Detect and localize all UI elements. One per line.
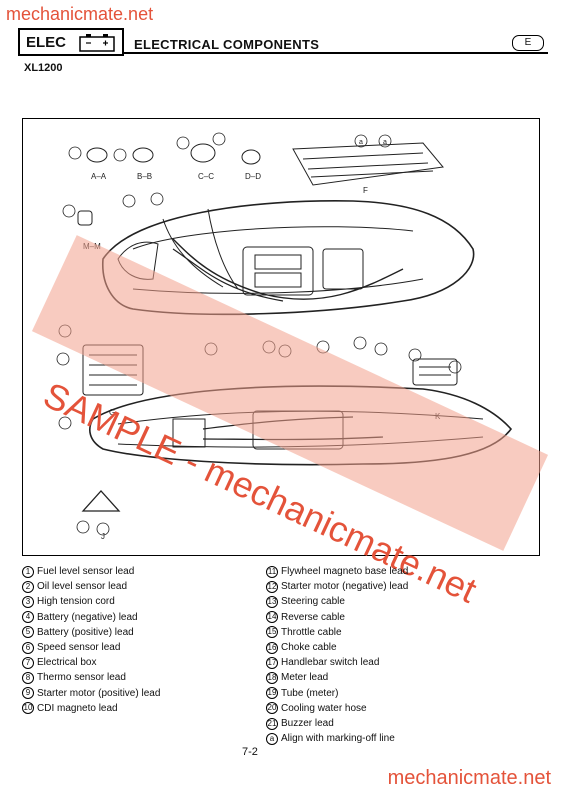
battery-icon [79,34,115,52]
svg-text:F: F [363,186,368,195]
legend-label: Handlebar switch lead [281,657,380,669]
section-tag: ELEC [26,34,67,51]
legend-label: CDI magneto lead [37,702,118,714]
svg-text:a: a [359,139,363,146]
legend-number: 19 [266,687,278,700]
svg-text:A–A: A–A [91,172,107,181]
svg-text:C–C: C–C [198,172,214,181]
legend-label: Starter motor (negative) lead [281,581,409,593]
legend-label: Thermo sensor lead [37,672,126,684]
legend-number: 4 [22,611,34,624]
legend-label: Buzzer lead [281,718,334,730]
legend-label: Flywheel magneto base lead [281,566,409,577]
legend-number: a [266,732,278,745]
svg-text:B–B: B–B [137,172,152,181]
legend-label: Speed sensor lead [37,642,121,654]
legend-number: 6 [22,641,34,654]
legend-label: Choke cable [281,642,337,654]
legend-label: Reverse cable [281,611,345,623]
legend-label: Throttle cable [281,626,342,638]
header-rule [124,52,548,54]
svg-text:D–D: D–D [245,172,261,181]
svg-text:G: G [109,408,115,417]
watermark-bottom: mechanicmate.net [387,767,551,789]
legend-number: 13 [266,596,278,608]
legend-number: 18 [266,672,278,685]
legend-number: 7 [22,656,34,669]
legend-label: Align with marking-off line [281,733,395,745]
section-title: ELECTRICAL COMPONENTS [134,37,320,52]
legend-number: 10 [22,702,34,715]
svg-text:J: J [101,532,105,541]
legend-number: 11 [266,565,278,578]
legend-number: 8 [22,672,34,685]
legend-label: Fuel level sensor lead [37,566,135,577]
legend-label: Battery (positive) lead [37,626,134,638]
section-tag-box: ELEC [18,28,124,56]
legend-label: Meter lead [281,672,329,684]
language-badge: E [512,35,544,51]
legend-number: 14 [266,611,278,624]
svg-text:a: a [383,139,387,146]
legend-label: Battery (negative) lead [37,611,138,623]
legend-label: Oil level sensor lead [37,581,128,593]
page-number: 7-2 [242,746,258,758]
legend-number: 16 [266,641,278,654]
legend-label: Cooling water hose [281,702,367,714]
legend-label: High tension cord [37,596,115,608]
legend-number: 15 [266,626,278,639]
legend-label: Steering cable [281,596,345,608]
watermark-top: mechanicmate.net [6,4,154,24]
section-header: ELEC ELECTRICAL COMPONENTS E [18,28,548,58]
legend-number: 17 [266,656,278,669]
legend-number: 1 [22,565,34,578]
legend-number: 5 [22,626,34,639]
legend-label: Tube (meter) [281,687,339,699]
legend-number: 2 [22,580,34,593]
legend-number: 3 [22,596,34,608]
legend-number: 21 [266,717,278,730]
legend-number: 20 [266,702,278,715]
legend-number: 9 [22,687,34,700]
model-label: XL1200 [24,62,63,74]
legend-label: Electrical box [37,657,97,669]
legend-number: 12 [266,580,278,593]
legend-label: Starter motor (positive) lead [37,687,161,699]
